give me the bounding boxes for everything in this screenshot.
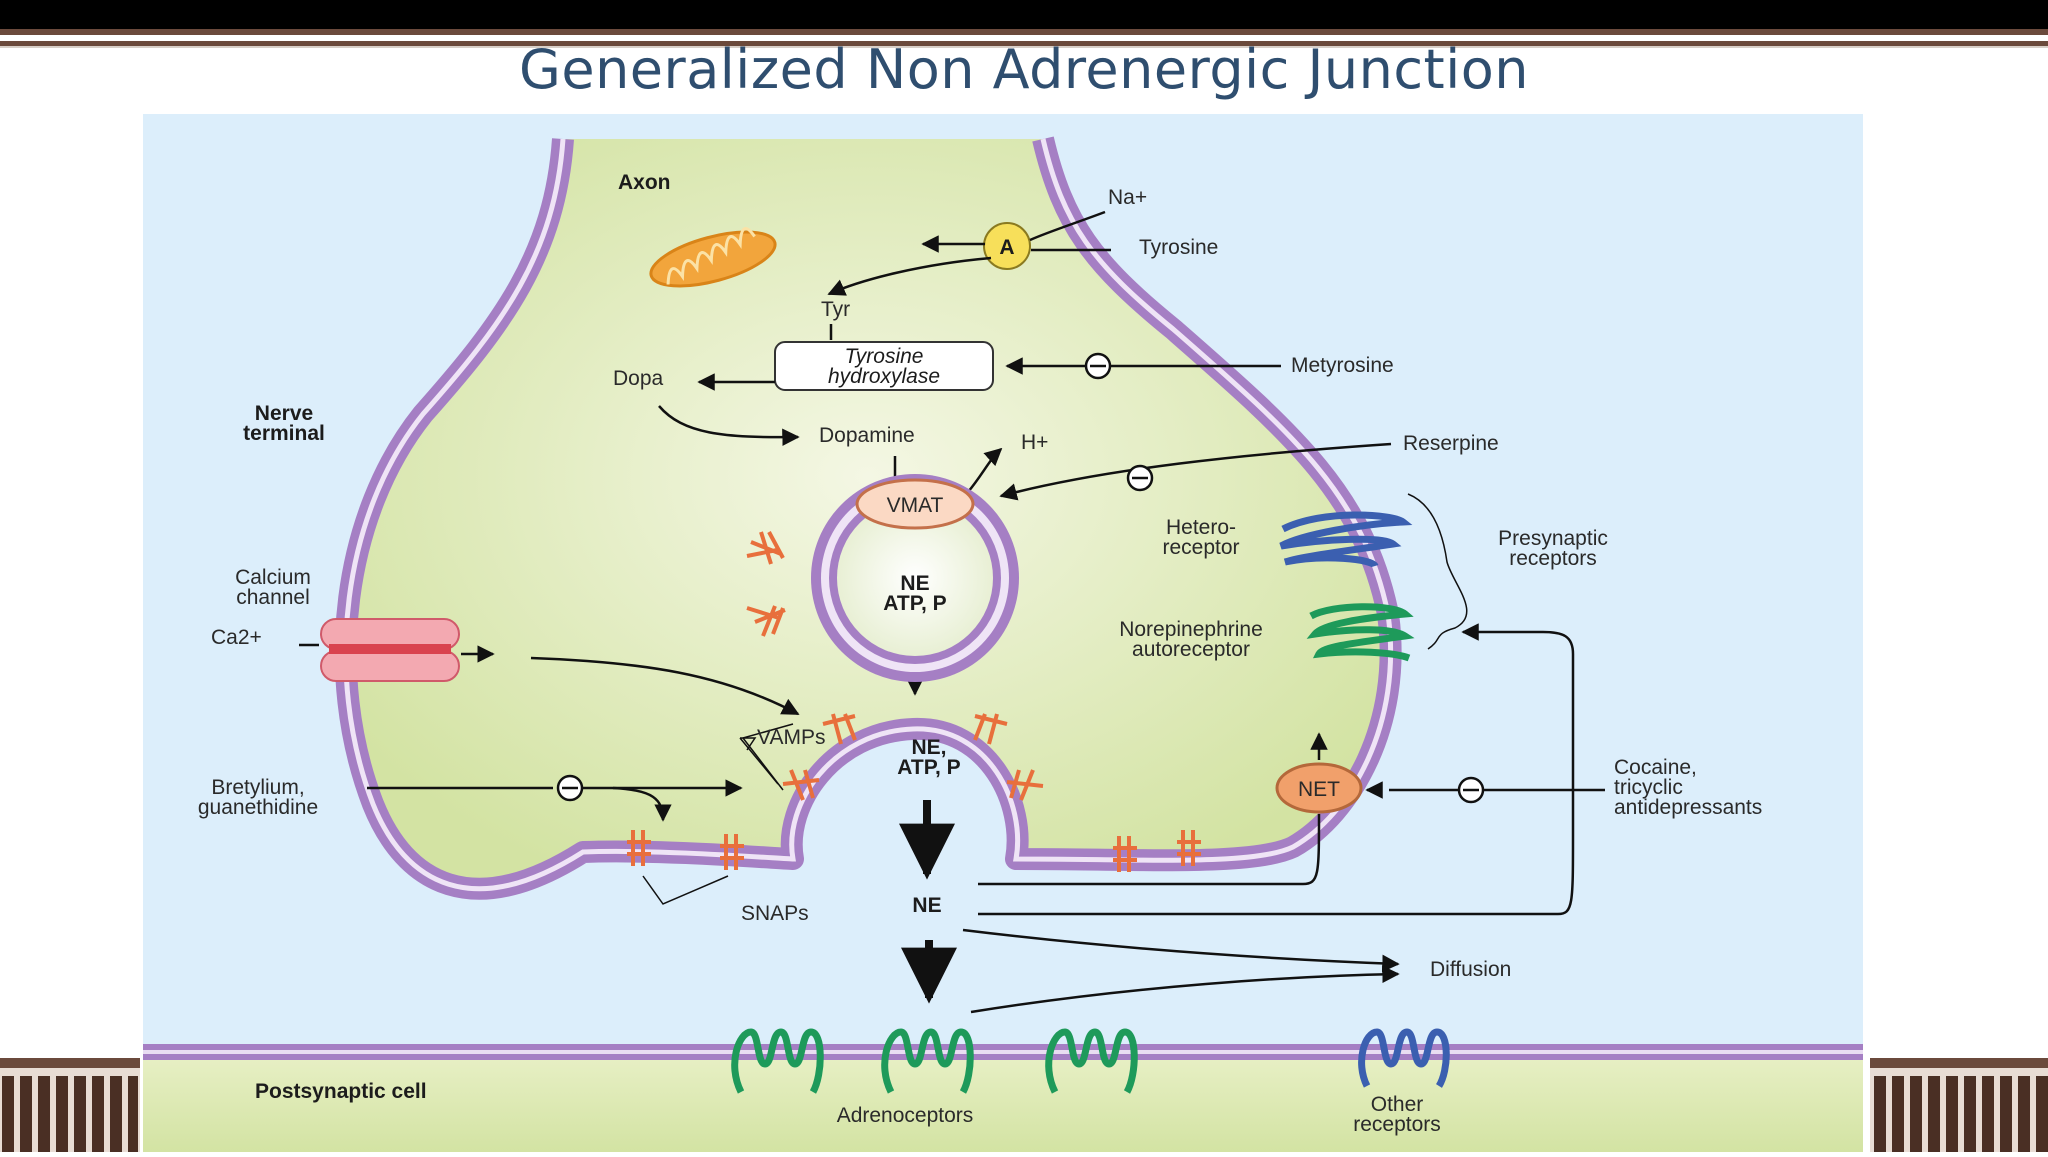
bottom-right-stripes — [1870, 1058, 2048, 1152]
vmat-transporter — [855, 478, 975, 530]
bottom-left-stripes — [0, 1058, 140, 1152]
other-receptor-icon — [1358, 1028, 1450, 1088]
adrenoceptor-icons — [731, 1028, 1138, 1094]
mitochondrion — [649, 227, 777, 288]
dopa-label: Dopa — [613, 367, 664, 390]
snaps-label: SNAPs — [741, 902, 809, 925]
tyrosine-label: Tyrosine — [1139, 236, 1218, 259]
ne-cleft-label: NE — [912, 894, 941, 917]
vesicle-vamp-icons — [746, 531, 786, 637]
storage-vesicle — [811, 474, 1019, 682]
calcium-channel — [320, 618, 460, 682]
tyrosine-hydroxylase-box — [774, 341, 994, 391]
reserpine-inhibition-icon — [1126, 464, 1154, 492]
top-brown-line — [0, 41, 2048, 46]
transporter-a-label: A — [999, 236, 1014, 259]
net-transporter — [1275, 762, 1363, 814]
reserpine-label: Reserpine — [1403, 432, 1499, 455]
heteroreceptor-label: Hetero-receptor — [1162, 516, 1239, 559]
top-black-bar — [0, 0, 2048, 29]
slide-title: Generalized Non Adrenergic Junction — [519, 38, 1529, 101]
dopamine-label: Dopamine — [819, 424, 915, 447]
tyr-label: Tyr — [821, 298, 850, 321]
axon-label: Axon — [618, 171, 671, 194]
fusing-vesicle-contents-label: NE,ATP, P — [897, 736, 960, 779]
adrenoceptors-label: Adrenoceptors — [837, 1104, 974, 1127]
bretylium-label: Bretylium,guanethidine — [198, 776, 318, 819]
heteroreceptor-icon — [1279, 511, 1413, 569]
snap-icons — [627, 830, 1201, 872]
hplus-label: H+ — [1021, 431, 1048, 454]
postsynaptic-cell — [143, 1052, 1863, 1152]
net-label: NET — [1298, 778, 1340, 801]
na-label: Na+ — [1108, 186, 1147, 209]
ca-label: Ca2+ — [211, 626, 262, 649]
metyrosine-label: Metyrosine — [1291, 354, 1394, 377]
bretylium-inhibition-icon — [556, 774, 584, 802]
postsynaptic-label: Postsynaptic cell — [255, 1080, 427, 1103]
fusion-vamp-icons — [782, 713, 1044, 801]
ne-autoreceptor-icon — [1306, 603, 1415, 662]
vamps-label: VAMPs — [757, 726, 825, 749]
cocaine-inhibition-icon — [1457, 776, 1485, 804]
vmat-label: VMAT — [887, 494, 944, 517]
top-brown-band — [0, 29, 2048, 35]
transporter-a — [983, 222, 1031, 270]
metyrosine-inhibition-icon — [1084, 352, 1112, 380]
top-light-line — [0, 46, 2048, 48]
diffusion-label: Diffusion — [1430, 958, 1511, 981]
